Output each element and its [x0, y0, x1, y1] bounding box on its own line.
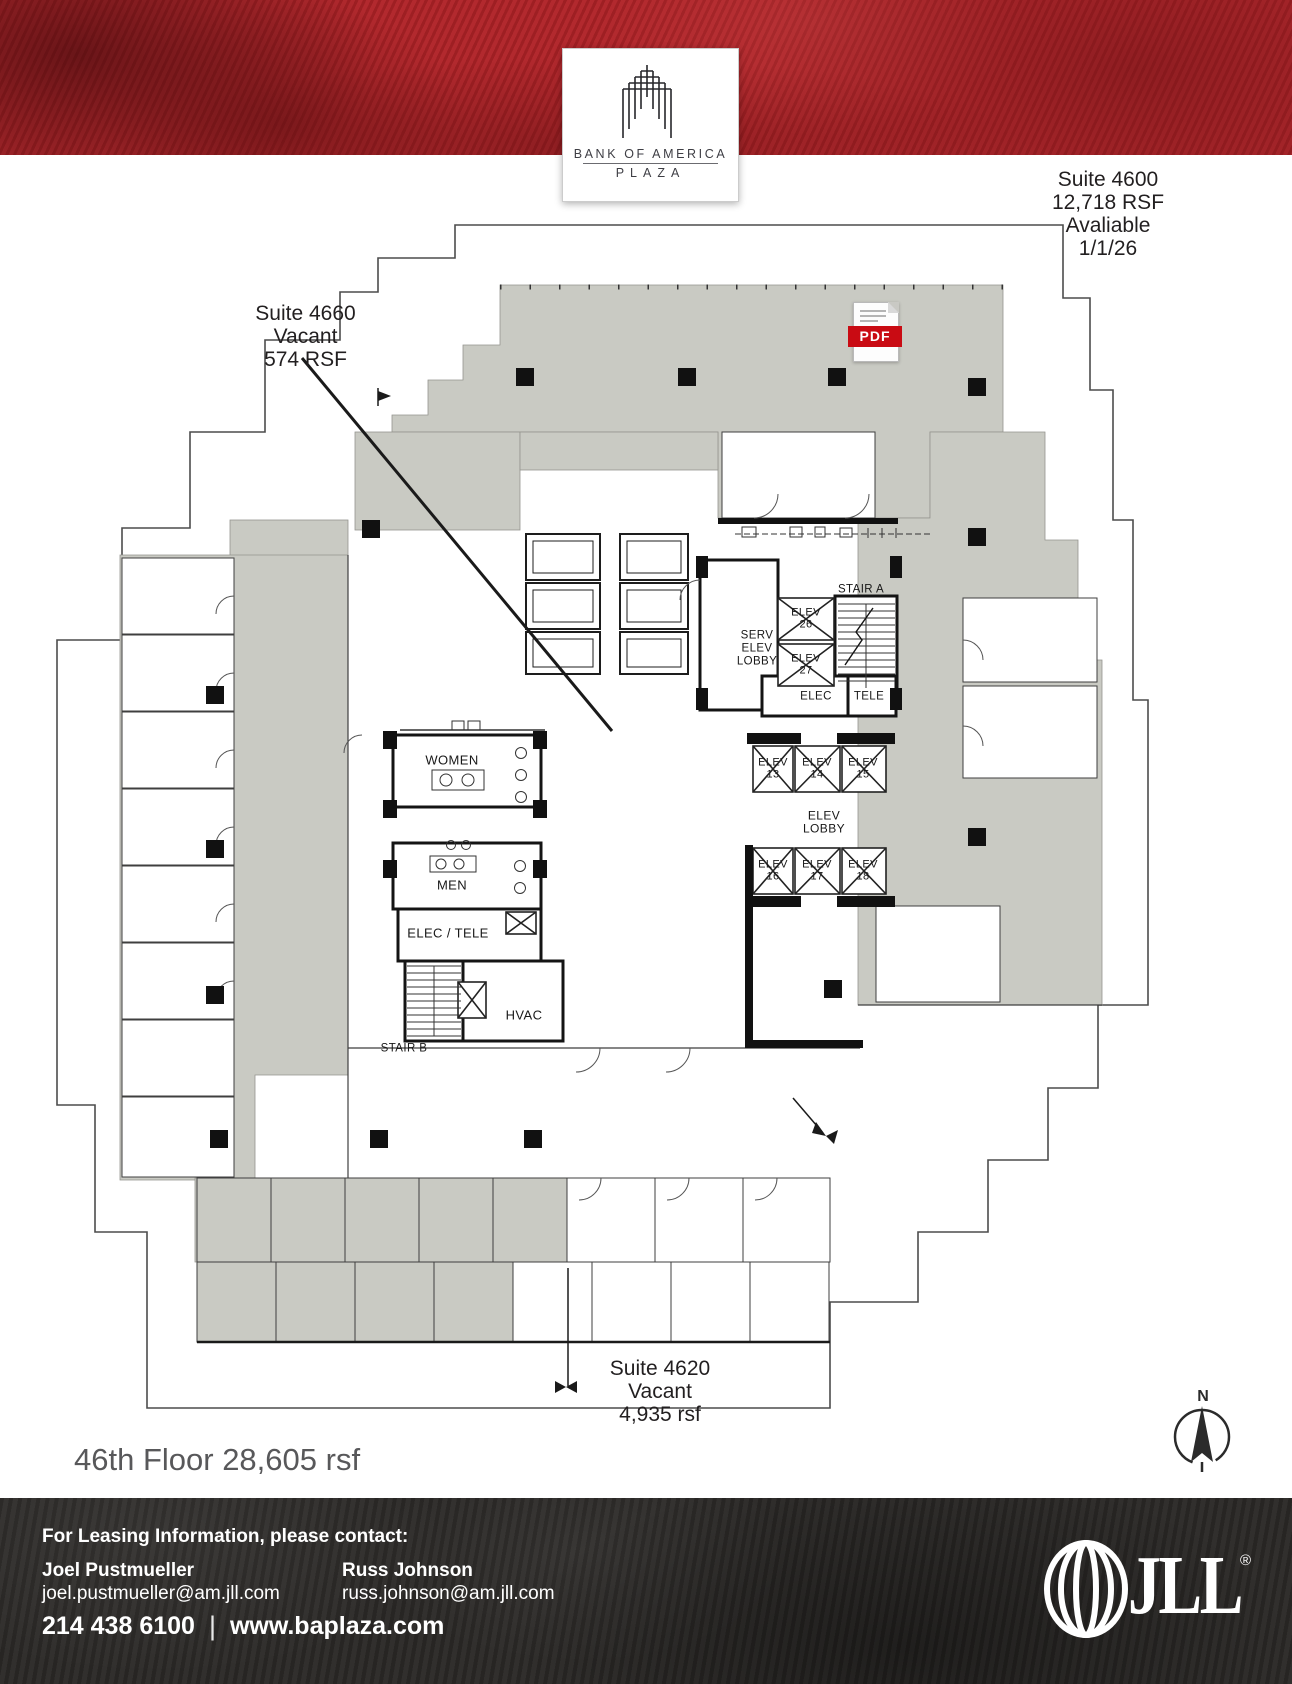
contact-email-1[interactable]: joel.pustmueller@am.jll.com — [42, 1583, 280, 1604]
contact-name-1: Joel Pustmueller — [42, 1560, 195, 1581]
room-label-elec-tele: ELEC / TELE — [407, 925, 489, 941]
website-link[interactable]: www.baplaza.com — [229, 1612, 445, 1640]
building-tower-icon — [622, 65, 672, 138]
logo-plaza-label: PLAZA — [615, 166, 686, 180]
logo-building-name: BANK OF AMERICA — [573, 147, 728, 161]
leasing-heading: For Leasing Information, please contact: — [42, 1526, 409, 1547]
pdf-text-line — [860, 310, 886, 312]
room-label-men: MEN — [436, 877, 468, 893]
room-label-elev-26: ELEV 26 — [791, 606, 821, 631]
compass-north-label: N — [1197, 1388, 1209, 1405]
north-compass — [1173, 1406, 1231, 1472]
contact-email-2[interactable]: russ.johnson@am.jll.com — [342, 1583, 555, 1604]
plan-gray-room-partitions — [196, 1177, 568, 1343]
contact-name-2: Russ Johnson — [342, 1560, 473, 1581]
room-label-elev-18: ELEV 18 — [848, 858, 878, 883]
jll-globe-icon — [1044, 1540, 1128, 1638]
building-logo-card: BANK OF AMERICA PLAZA — [562, 48, 739, 202]
phone-number: 214 438 6100 — [42, 1612, 195, 1640]
plan-perimeter-rooms — [121, 431, 1098, 1343]
room-label-elev-17: ELEV 17 — [802, 858, 832, 883]
room-label-elev-14: ELEV 14 — [802, 756, 832, 781]
pdf-label: PDF — [848, 326, 902, 347]
plan-equipment-strip — [735, 526, 930, 538]
annotation-suite-4620: Suite 4620 Vacant 4,935 rsf — [609, 1357, 711, 1427]
room-label-elev-13: ELEV 13 — [758, 756, 788, 781]
pdf-fold-corner — [888, 302, 899, 313]
logo-divider — [583, 163, 718, 164]
room-label-stair-b: STAIR B — [380, 1042, 428, 1055]
plan-core-rooms — [391, 558, 899, 1043]
floor-total-label: 46th Floor 28,605 rsf — [74, 1442, 361, 1477]
plan-outer-boundary — [56, 224, 1149, 1409]
room-label-tele: TELE — [853, 690, 885, 703]
plan-wall-piers — [383, 518, 902, 1048]
room-label-elev-lobby: ELEV LOBBY — [802, 808, 846, 836]
pdf-text-line — [860, 320, 878, 322]
room-label-elev-15: ELEV 15 — [848, 756, 878, 781]
plan-stair-treads — [407, 603, 895, 1037]
plan-elevator-shafts — [457, 597, 887, 1019]
plan-restroom-fixtures — [400, 720, 545, 894]
plan-columns — [206, 368, 986, 1148]
room-label-elev-27: ELEV 27 — [791, 652, 821, 677]
plan-shaft-stacks — [525, 533, 689, 675]
annotation-suite-4600: Suite 4600 12,718 RSF Avaliable 1/1/26 — [1051, 168, 1165, 261]
pdf-text-line — [860, 315, 886, 317]
room-label-stair-a: STAIR A — [837, 583, 885, 596]
room-label-serv-elev-lobby: SERV ELEV LOBBY — [736, 629, 778, 668]
room-label-elec: ELEC — [800, 690, 832, 703]
registered-mark: ® — [1240, 1552, 1252, 1569]
separator-bar: | — [208, 1611, 216, 1641]
room-label-elev-16: ELEV 16 — [758, 858, 788, 883]
room-label-hvac: HVAC — [505, 1007, 543, 1023]
annotation-suite-4660: Suite 4660 Vacant 574 RSF — [255, 302, 356, 372]
phone-website-row: 214 438 6100 | www.baplaza.com — [42, 1611, 444, 1642]
room-label-women: WOMEN — [425, 752, 479, 768]
pdf-attachment-icon[interactable]: PDF — [848, 302, 902, 362]
plan-leader-lines — [300, 357, 838, 1393]
jll-logo-text: JLL — [1128, 1539, 1243, 1632]
